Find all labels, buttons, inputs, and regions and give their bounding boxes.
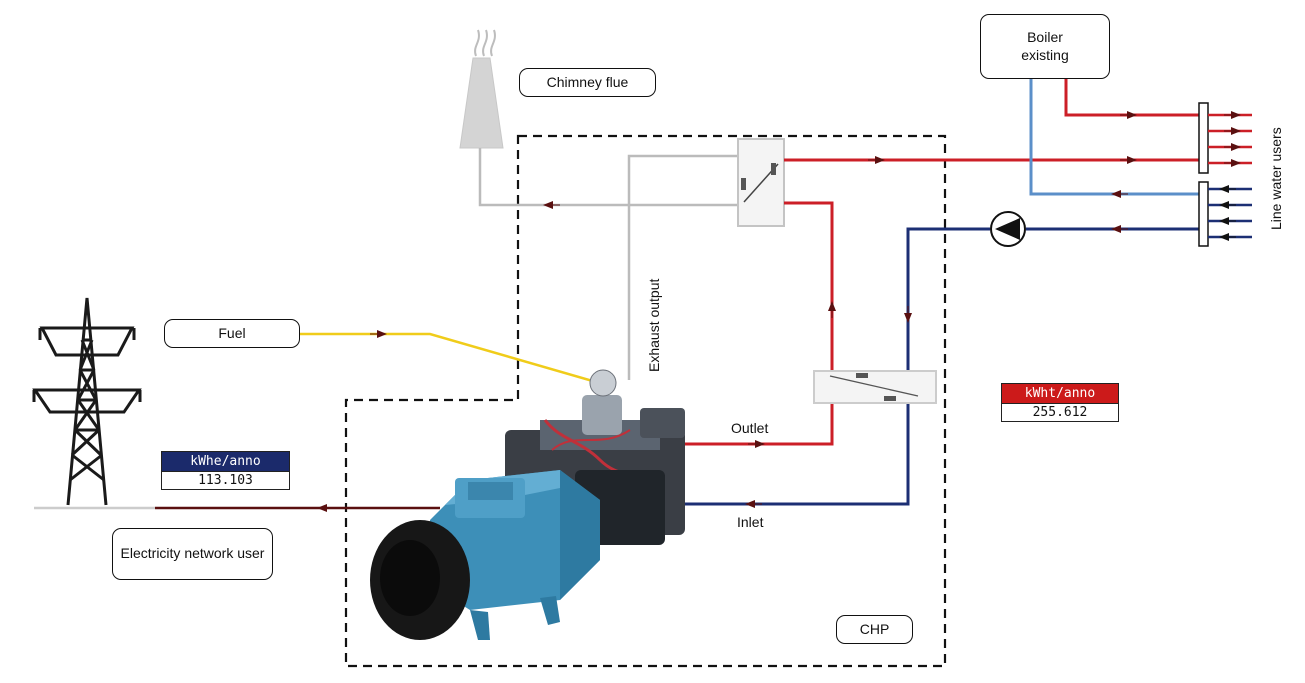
boiler-return-line xyxy=(1029,79,1203,196)
electric-meter-unit: kWhe/anno xyxy=(162,452,289,471)
fuel-line xyxy=(300,332,597,384)
chp-label: CHP xyxy=(836,615,913,644)
boiler-supply-line xyxy=(1064,79,1203,117)
electric-energy-meter: kWhe/anno 113.103 xyxy=(161,451,290,490)
exhaust-line xyxy=(478,148,740,380)
fuel-label: Fuel xyxy=(164,319,300,348)
thermal-meter-value: 255.612 xyxy=(1002,403,1118,422)
line-water-users-label: Line water users xyxy=(1268,127,1284,230)
electricity-network-user-label: Electricity network user xyxy=(112,528,273,580)
exhaust-output-label: Exhaust output xyxy=(646,278,662,372)
user-supply-lines xyxy=(1208,113,1252,165)
return-water-line xyxy=(660,227,1203,506)
chimney-flue-label: Chimney flue xyxy=(519,68,656,97)
water-heat-exchanger xyxy=(813,370,937,404)
chp-unit-image xyxy=(370,369,685,640)
supply-manifold xyxy=(1198,102,1209,174)
electric-meter-value: 113.103 xyxy=(162,471,289,490)
chp-boundary xyxy=(344,134,947,668)
power-pylon-icon xyxy=(32,297,142,506)
thermal-meter-unit: kWht/anno xyxy=(1002,384,1118,403)
pump-icon xyxy=(990,211,1026,247)
chimney-icon xyxy=(459,29,504,149)
boiler-existing-label: Boiler existing xyxy=(980,14,1110,79)
exhaust-heat-exchanger xyxy=(737,138,785,227)
thermal-energy-meter: kWht/anno 255.612 xyxy=(1001,383,1119,422)
inlet-label: Inlet xyxy=(737,514,764,530)
outlet-label: Outlet xyxy=(731,420,769,436)
user-return-lines xyxy=(1208,187,1252,239)
return-manifold xyxy=(1198,181,1209,247)
